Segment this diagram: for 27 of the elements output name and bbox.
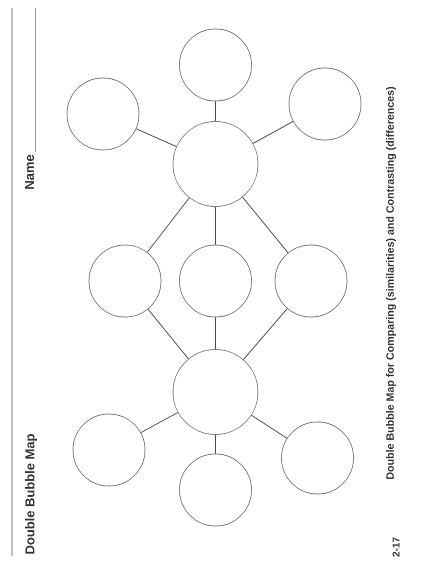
connector-line	[251, 414, 288, 439]
bubble	[88, 244, 162, 318]
bubble	[281, 422, 354, 494]
connector-line	[148, 308, 189, 360]
connector-line	[215, 434, 216, 454]
name-label: Name	[24, 154, 34, 189]
bubble	[179, 28, 252, 102]
page-number: 2-17	[392, 537, 400, 557]
bubble	[179, 244, 252, 318]
bubble	[172, 349, 258, 435]
bubble	[66, 78, 140, 150]
bubble	[288, 68, 362, 140]
connector-line	[136, 128, 177, 148]
connector-line	[215, 316, 216, 350]
connector-line	[242, 308, 288, 360]
bubble	[274, 244, 348, 318]
bubble	[72, 414, 146, 486]
connector-line	[215, 206, 216, 246]
connector-line	[215, 100, 216, 122]
bubble	[172, 121, 258, 207]
bubble	[179, 454, 252, 526]
connector-line	[140, 412, 178, 434]
caption: Double Bubble Map for Comparing (similarities) and Contrasting (differences)	[386, 86, 396, 479]
connector-line	[242, 196, 288, 254]
connector-line	[252, 121, 294, 144]
title: Double Bubble Map	[24, 434, 38, 554]
connector-line	[146, 197, 190, 253]
